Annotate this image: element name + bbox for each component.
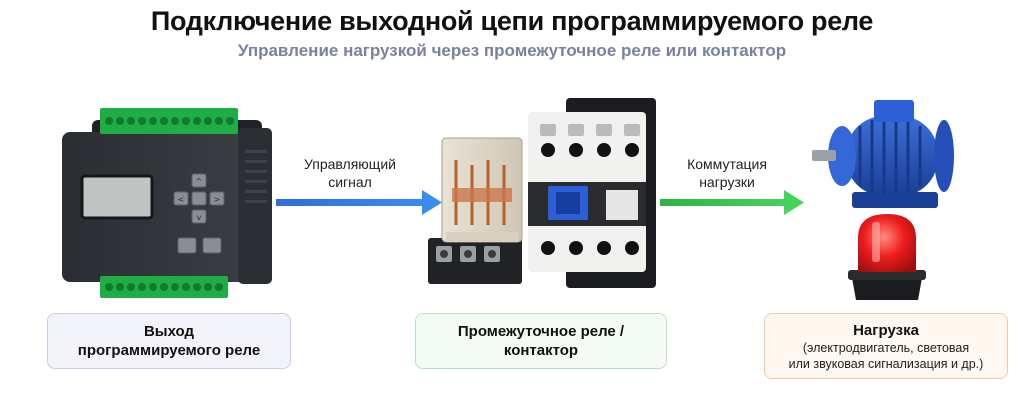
load-switching-arrow — [660, 190, 804, 215]
intermediate-relay-box: Промежуточное реле / контактор — [415, 313, 667, 369]
signal-beacon-icon — [848, 214, 926, 300]
control-signal-arrow — [276, 190, 442, 215]
svg-text:^: ^ — [196, 177, 203, 186]
svg-text:<: < — [178, 195, 185, 204]
svg-text:v: v — [197, 213, 202, 222]
load-line2: или звуковая сигнализация и др.) — [788, 356, 984, 371]
intermediate-relay-icon — [428, 137, 523, 284]
relay-output-line2: программируемого реле — [77, 342, 261, 359]
relay-output-box: Выход программируемого реле — [47, 313, 291, 369]
control-signal-label: Управляющий сигнал — [304, 156, 396, 190]
intermediate-relay-line2: контактор — [503, 342, 579, 359]
load-line1: (электродвигатель, световая — [802, 340, 970, 355]
page-subtitle: Управление нагрузкой через промежуточное… — [237, 41, 787, 60]
load-switching-label: Коммутация нагрузки — [687, 156, 767, 190]
programmable-relay-icon: ^ < > v — [62, 108, 272, 298]
contactor-icon — [528, 98, 656, 288]
electric-motor-icon — [812, 100, 954, 208]
page-title: Подключение выходной цепи программируемо… — [150, 6, 874, 36]
svg-text:>: > — [214, 195, 221, 204]
load-box: Нагрузка (электродвигатель, световая или… — [764, 313, 1008, 379]
load-heading: Нагрузка — [853, 321, 919, 339]
intermediate-relay-line1: Промежуточное реле / — [457, 323, 625, 340]
relay-output-line1: Выход — [143, 323, 195, 340]
